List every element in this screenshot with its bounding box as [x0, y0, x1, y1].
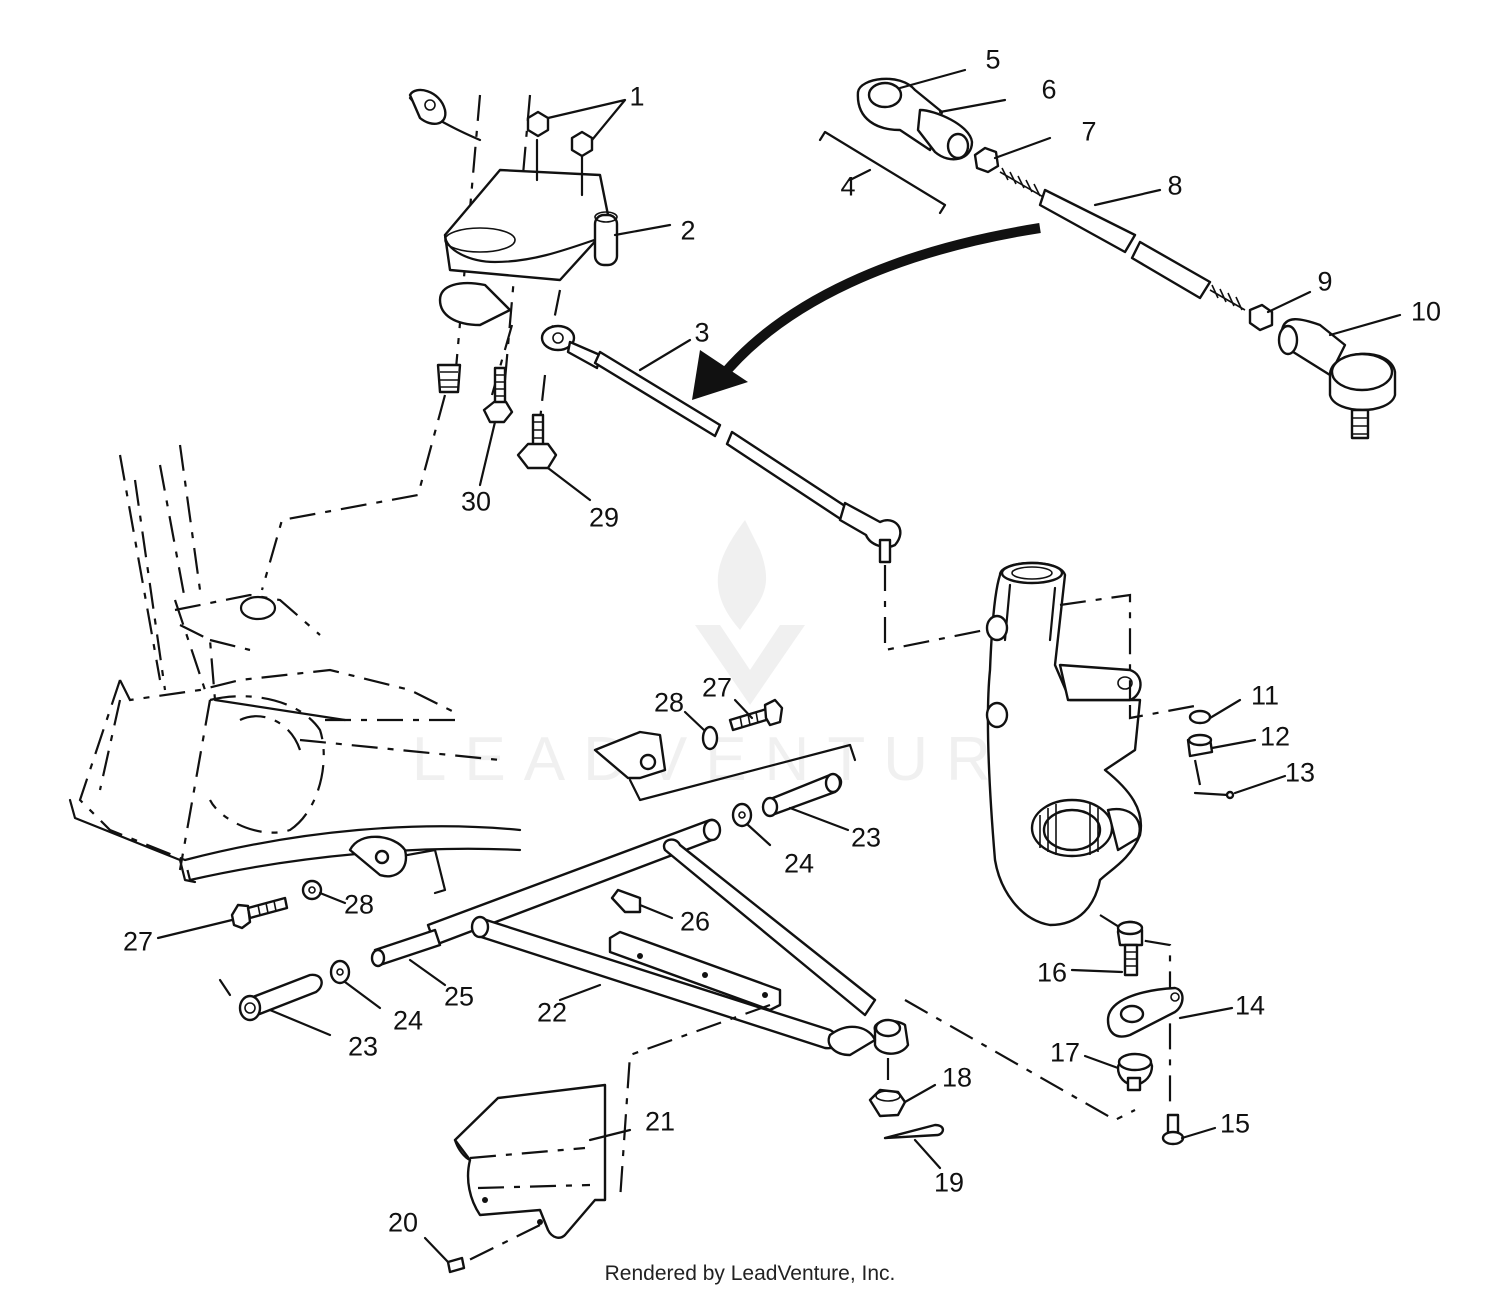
jam-nut-9: [1248, 290, 1312, 332]
callout-13[interactable]: 13: [1284, 757, 1316, 788]
callout-20[interactable]: 20: [387, 1207, 419, 1238]
callout-6[interactable]: 6: [1041, 74, 1057, 105]
callout-24-top[interactable]: 24: [783, 848, 815, 879]
bolt-29: [516, 413, 592, 502]
bolt-27-bottom: [156, 896, 289, 940]
tie-rod-end-right: [1277, 313, 1402, 440]
callout-15[interactable]: 15: [1219, 1108, 1251, 1139]
callout-22[interactable]: 22: [536, 997, 568, 1028]
callout-11[interactable]: 11: [1250, 680, 1280, 711]
callout-5[interactable]: 5: [985, 44, 1001, 75]
svg-text:LEADVENTURE: LEADVENTURE: [412, 725, 1068, 794]
callout-4[interactable]: 4: [840, 171, 856, 202]
grease-fitting: [610, 888, 674, 920]
callout-18[interactable]: 18: [941, 1062, 973, 1093]
ball-joint-17: [1083, 1052, 1154, 1092]
callout-28-top[interactable]: 28: [653, 687, 685, 718]
direction-arrow: [692, 223, 1041, 400]
footer-credit: Rendered by LeadVenture, Inc.: [604, 1262, 896, 1285]
callout-14[interactable]: 14: [1234, 990, 1266, 1021]
callout-21[interactable]: 21: [644, 1106, 676, 1137]
bolt-27-top: [728, 698, 784, 732]
frame-section: [68, 444, 857, 895]
tie-rod-end-left: [818, 68, 1007, 215]
screw-15: [1161, 1113, 1217, 1146]
bushing-23-top: [761, 772, 850, 832]
cotter-pin-19: [883, 1123, 945, 1170]
castle-nut-12: [1186, 733, 1257, 758]
callout-23-top[interactable]: 23: [850, 822, 882, 853]
skid-plate: [453, 1083, 632, 1263]
nut-pair: [526, 98, 627, 158]
washer-24-top: [731, 802, 772, 847]
callout-27-top[interactable]: 27: [701, 672, 733, 703]
callout-16[interactable]: 16: [1036, 957, 1068, 988]
callout-7[interactable]: 7: [1081, 116, 1097, 147]
callout-2[interactable]: 2: [680, 215, 696, 246]
ball-joint-plate: [1106, 986, 1234, 1038]
callout-10[interactable]: 10: [1410, 296, 1442, 327]
leader-2: [613, 223, 672, 237]
steering-post: [260, 88, 619, 591]
washer-11: [1188, 698, 1242, 725]
bolt-30: [478, 366, 514, 487]
adjuster-rod: [999, 167, 1246, 311]
callout-29[interactable]: 29: [588, 502, 620, 533]
bolt-16: [1070, 920, 1144, 977]
callout-12[interactable]: 12: [1259, 721, 1291, 752]
jam-nut-7: [973, 136, 1052, 174]
callout-25[interactable]: 25: [443, 981, 475, 1012]
callout-23-bottom[interactable]: 23: [347, 1031, 379, 1062]
spindle-knuckle: [985, 561, 1202, 1110]
bushing-23-bottom: [218, 973, 332, 1037]
callout-26[interactable]: 26: [679, 906, 711, 937]
callout-28-bottom[interactable]: 28: [343, 889, 375, 920]
callout-24-bottom[interactable]: 24: [392, 1005, 424, 1036]
washer-24-bottom: [329, 959, 382, 1010]
callout-17[interactable]: 17: [1049, 1037, 1081, 1068]
callout-3[interactable]: 3: [694, 317, 710, 348]
callout-8[interactable]: 8: [1167, 170, 1183, 201]
callout-30[interactable]: 30: [460, 486, 492, 517]
a-arm: [370, 818, 1136, 1201]
watermark-logo: LEADVENTURE: [412, 520, 1068, 794]
cotter-pin-13: [1193, 774, 1287, 800]
washer-28-top: [683, 710, 719, 751]
tie-rod-assembly: [540, 324, 986, 652]
callout-27-bottom[interactable]: 27: [122, 926, 154, 957]
callout-1[interactable]: 1: [629, 81, 645, 112]
screw-20: [423, 1236, 466, 1274]
washer-28-bottom: [301, 879, 347, 905]
castle-nut-18: [868, 1083, 937, 1118]
callout-19[interactable]: 19: [933, 1167, 965, 1198]
callout-9[interactable]: 9: [1317, 266, 1333, 297]
